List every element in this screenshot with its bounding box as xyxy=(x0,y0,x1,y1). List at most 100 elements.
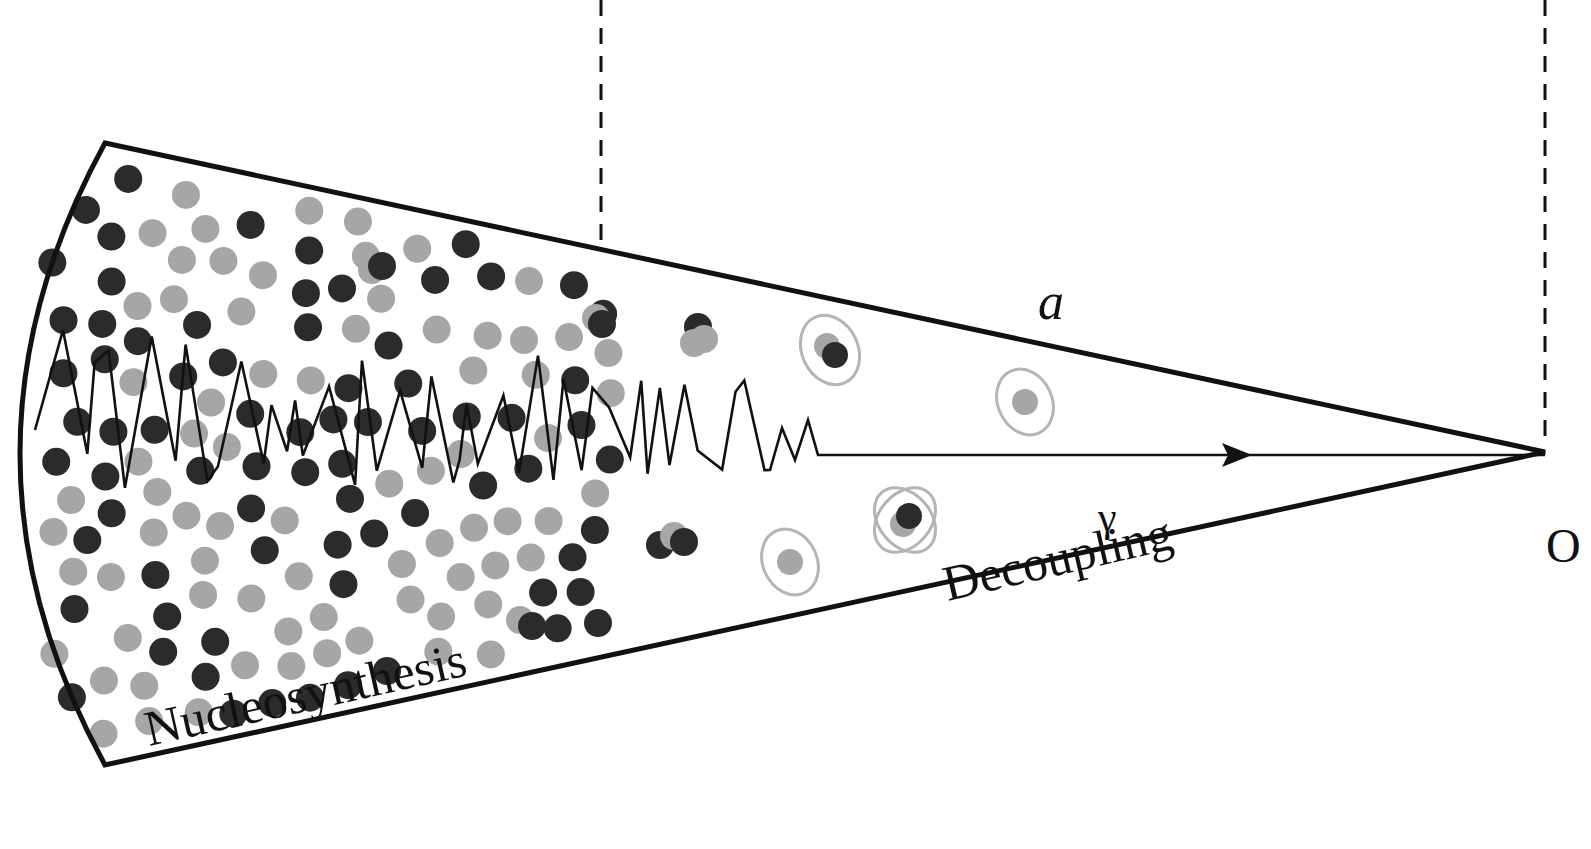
photon-path xyxy=(35,330,1545,488)
particle-dot xyxy=(452,230,480,258)
particle-dot xyxy=(149,638,177,666)
particle-dot xyxy=(153,602,181,630)
particle-dot xyxy=(329,570,357,598)
particle-dot xyxy=(172,181,200,209)
particle-dot xyxy=(160,285,188,313)
particle-dot xyxy=(98,268,126,296)
orbit xyxy=(789,306,870,395)
epoch-dashed-lines xyxy=(601,0,1545,440)
particle-dot xyxy=(498,404,526,432)
particle-dot xyxy=(581,516,609,544)
particle-dot xyxy=(91,462,119,490)
particle-dot xyxy=(143,478,171,506)
particle-dot xyxy=(249,360,277,388)
particle-dot xyxy=(421,266,449,294)
particle-dot xyxy=(114,165,142,193)
particle-dot xyxy=(567,578,595,606)
orbit xyxy=(862,476,948,565)
particle-dot xyxy=(474,322,502,350)
particle-dot xyxy=(227,298,255,326)
particle-dot xyxy=(57,486,85,514)
particle-dot xyxy=(297,366,325,394)
particle-dot xyxy=(197,388,225,416)
particle-dot xyxy=(597,379,625,407)
particle-dot xyxy=(544,614,572,642)
particle-dot xyxy=(192,663,220,691)
particle-dot xyxy=(191,215,219,243)
particle-dot xyxy=(140,519,168,547)
particle-dot xyxy=(172,502,200,530)
particle-dot xyxy=(401,499,429,527)
particle-dot xyxy=(237,494,265,522)
particle-dot xyxy=(334,374,362,402)
particle-dot xyxy=(368,252,396,280)
particle-dot xyxy=(139,219,167,247)
particle-dot xyxy=(168,246,196,274)
particle-dot xyxy=(375,470,403,498)
particle-dot xyxy=(237,211,265,239)
particle-dot xyxy=(231,651,259,679)
particle-dot xyxy=(206,512,234,540)
particle-dot xyxy=(189,581,217,609)
diagram-label: a xyxy=(1038,276,1064,328)
particle-dot xyxy=(251,536,279,564)
orbit xyxy=(986,360,1064,444)
particle-dot xyxy=(310,603,338,631)
nucleus xyxy=(896,503,922,529)
particle-dot xyxy=(345,627,373,655)
dashed-line xyxy=(600,0,603,244)
particle-dot xyxy=(180,420,208,448)
particle-dot xyxy=(515,267,543,295)
particle-dot xyxy=(594,339,622,367)
particle-dot xyxy=(63,408,91,436)
particle-dot xyxy=(242,452,270,480)
particle-dot xyxy=(201,628,229,656)
particle-dot xyxy=(596,446,624,474)
particle-dot xyxy=(97,223,125,251)
particle-dot xyxy=(555,323,583,351)
particle-dot xyxy=(213,433,241,461)
particle-dot xyxy=(319,405,347,433)
particle-dot xyxy=(99,418,127,446)
particle-dot xyxy=(427,603,455,631)
particle-dot xyxy=(274,617,302,645)
particle-dot xyxy=(474,590,502,618)
particle-dot xyxy=(447,563,475,591)
particle-dot xyxy=(98,499,126,527)
particle-dot xyxy=(535,507,563,535)
particle-dot xyxy=(397,586,425,614)
particle-dot xyxy=(209,247,237,275)
nucleus xyxy=(777,549,803,575)
particle-dot xyxy=(114,624,142,652)
particle-dot xyxy=(39,518,67,546)
atom-symbol xyxy=(986,360,1064,444)
particle-dot xyxy=(292,279,320,307)
particle-dot xyxy=(559,543,587,571)
atom-symbol xyxy=(789,306,870,395)
particle-dot xyxy=(285,562,313,590)
particle-dot xyxy=(367,285,395,313)
particle-dot xyxy=(336,485,364,513)
particle-dot xyxy=(291,458,319,486)
particle-dot xyxy=(517,544,545,572)
particle-dot xyxy=(88,310,116,338)
particle-dot xyxy=(183,311,211,339)
particle-dot xyxy=(90,667,118,695)
nucleus xyxy=(1012,389,1038,415)
particle-dot xyxy=(510,326,538,354)
particle-dot xyxy=(584,609,612,637)
particle-dot xyxy=(459,357,487,385)
particle-dot xyxy=(560,271,588,299)
particle-dot xyxy=(477,640,505,668)
particle-dot xyxy=(124,327,152,355)
particle-dot xyxy=(460,514,488,542)
particle-dot xyxy=(481,551,509,579)
particle-dot xyxy=(186,457,214,485)
particle-dot xyxy=(209,348,237,376)
particle-dot xyxy=(670,528,698,556)
particle-dot xyxy=(328,274,356,302)
diagram-label: Nucleosynthesis xyxy=(140,634,471,754)
particle-dot xyxy=(271,506,299,534)
photon-walk xyxy=(35,330,1545,488)
particle-dot xyxy=(130,672,158,700)
